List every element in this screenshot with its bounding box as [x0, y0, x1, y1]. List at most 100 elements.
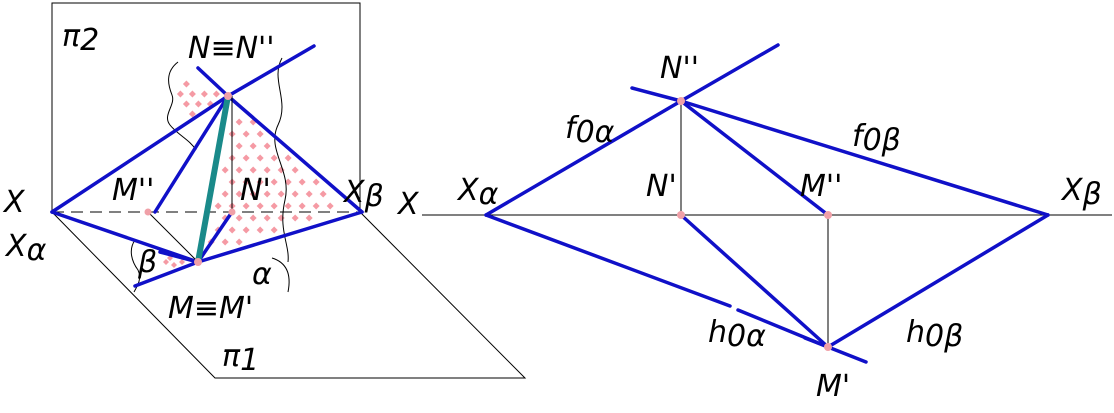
right-point-n-prime: [677, 211, 685, 219]
label-beta: β: [137, 245, 157, 280]
label-alpha: α: [252, 257, 272, 292]
label-right-x-alpha: Xα: [456, 173, 499, 212]
hatch-diamond: [256, 130, 264, 138]
hatch-diamond: [305, 190, 313, 198]
right-point-m-double-prime: [824, 211, 832, 219]
right-mn-horizontal-proj: [679, 213, 830, 349]
hatch-diamond: [284, 178, 292, 186]
right-f0-alpha-ext: [679, 43, 780, 103]
hatch-diamond: [182, 80, 190, 88]
hatch-diamond: [235, 238, 243, 246]
hatch-diamond: [277, 214, 285, 222]
hatch-diamond: [242, 226, 250, 234]
label-right-m-double-prime: M'': [800, 169, 842, 204]
left-point-n: [224, 92, 232, 100]
hatch-diamond: [212, 90, 220, 98]
hatch-diamond: [277, 190, 285, 198]
hatch-diamond: [284, 154, 292, 162]
hatch-diamond: [235, 118, 243, 126]
horizontal-plane-outline: [51, 211, 527, 379]
hatch-diamond: [256, 178, 264, 186]
right-epure-view: X Xα Xβ N'' N' M'' M' f0α f0β h0α h0β: [396, 43, 1112, 404]
left-h-extension: [133, 260, 200, 288]
label-h-beta: h0β: [906, 315, 963, 354]
hatch-diamond: [326, 202, 334, 210]
left-n-extension: [196, 66, 230, 98]
label-right-m-prime: M': [816, 369, 850, 404]
hatch-diamond: [284, 202, 292, 210]
frontal-plane-outline: [51, 2, 361, 212]
hatch-diamond: [242, 178, 250, 186]
left-f0-beta: [226, 94, 364, 214]
label-right-n-double-prime: N'': [660, 51, 699, 86]
label-pi1: π1: [222, 339, 259, 378]
label-n-coincide: N≡N'': [188, 31, 275, 66]
hatch-diamond: [163, 259, 169, 265]
label-m-coincide: M≡M': [168, 291, 253, 326]
hatch-diamond: [291, 190, 299, 198]
label-right-x-beta: Xβ: [1060, 173, 1102, 212]
left-point-n-prime: [228, 208, 236, 216]
right-point-m-prime: [824, 343, 832, 351]
hatch-diamond: [298, 202, 306, 210]
hatch-diamond: [221, 238, 229, 246]
hatch-diamond: [256, 154, 264, 162]
label-f-alpha: f0α: [565, 111, 615, 150]
right-h0-beta: [826, 213, 1050, 349]
hatch-diamond: [270, 226, 278, 234]
left-point-m-double-prime: [144, 208, 152, 216]
left-h0-alpha: [50, 210, 200, 264]
hatch-diamond: [188, 110, 196, 118]
right-f0-alpha: [484, 99, 683, 217]
hatch-diamond: [249, 142, 257, 150]
hatch-diamond: [270, 178, 278, 186]
wave-curve-top: [167, 61, 197, 151]
label-right-axis-x: X: [396, 187, 420, 222]
hatch-diamond: [263, 166, 271, 174]
hatch-region-top: [176, 80, 220, 118]
label-left-n-prime: N': [240, 173, 271, 208]
hatch-diamond: [242, 202, 250, 210]
wave-curve-right: [274, 57, 289, 263]
wave-curve-alpha: [271, 257, 290, 293]
right-point-n-double-prime: [677, 97, 685, 105]
hatch-diamond: [263, 190, 271, 198]
hatch-diamond: [270, 202, 278, 210]
hatch-diamond: [200, 90, 208, 98]
hatch-diamond: [298, 178, 306, 186]
hatch-diamond: [256, 226, 264, 234]
left-mn-frontal-proj: [153, 94, 230, 214]
hatch-diamond: [249, 166, 257, 174]
hatch-diamond: [319, 190, 327, 198]
right-f0-beta: [679, 99, 1050, 217]
label-h-alpha: h0α: [708, 315, 766, 354]
label-pi2: π2: [62, 19, 99, 58]
left-m-extension: [158, 250, 200, 264]
hatch-diamond: [228, 226, 236, 234]
left-f0-alpha: [50, 94, 230, 214]
hatch-diamond: [235, 190, 243, 198]
right-f-left-ext: [630, 86, 683, 103]
hatch-diamond: [312, 202, 320, 210]
hatch-diamond: [305, 214, 313, 222]
hatch-diamond: [235, 214, 243, 222]
hatch-diamond: [249, 214, 257, 222]
right-h-ext: [826, 345, 868, 364]
hatch-diamond: [221, 166, 229, 174]
left-m-vertical: [147, 211, 199, 263]
hatch-diamond: [221, 190, 229, 198]
hatch-diamond: [171, 262, 177, 268]
hatch-diamond: [312, 178, 320, 186]
hatch-diamond: [263, 142, 271, 150]
left-3d-view: π2 π1 X Xα Xβ N≡N'' M≡M' M'' N' α β: [2, 2, 527, 379]
hatch-diamond: [263, 214, 271, 222]
right-mn-frontal-proj: [679, 99, 830, 217]
hatch-diamond: [179, 259, 185, 265]
label-f-beta: f0β: [852, 119, 901, 158]
left-h0-beta: [196, 210, 364, 264]
hatch-diamond: [188, 90, 196, 98]
hatch-diamond: [214, 202, 222, 210]
label-left-axis-x: X: [2, 185, 26, 220]
